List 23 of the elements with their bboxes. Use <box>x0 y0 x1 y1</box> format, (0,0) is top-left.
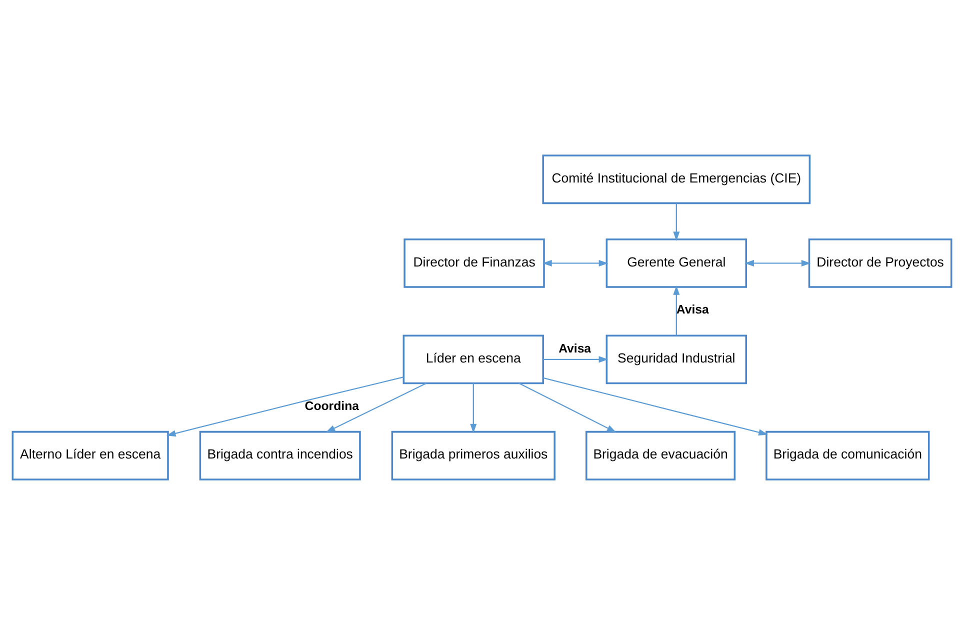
edge-label: Coordina <box>304 398 359 413</box>
arrow <box>166 376 404 437</box>
arrow <box>673 285 680 336</box>
node-box: Seguridad Industrial <box>606 334 748 384</box>
node-box: Brigada contra incendios <box>199 430 361 480</box>
arrow <box>470 383 477 434</box>
node-box: Brigada primeros auxilios <box>391 430 556 480</box>
arrow <box>744 260 811 266</box>
arrow <box>326 382 427 432</box>
node-box: Director de Proyectos <box>808 238 952 288</box>
arrow <box>542 260 608 266</box>
node-box: Alterno Líder en escena <box>12 430 169 480</box>
edge-label: Avisa <box>558 342 592 356</box>
arrow <box>518 382 616 432</box>
node-box: Comité Institucional de Emergencias (CIE) <box>542 154 811 204</box>
arrow <box>543 377 768 436</box>
node-box: Gerente General <box>606 238 748 288</box>
node-box: Director de Finanzas <box>404 238 545 288</box>
node-box: Brigada de evacuación <box>586 430 736 480</box>
node-box: Líder en escena <box>402 334 544 384</box>
node-box: Brigada de comunicación <box>766 430 930 480</box>
arrow <box>673 204 680 241</box>
arrow <box>543 356 608 363</box>
